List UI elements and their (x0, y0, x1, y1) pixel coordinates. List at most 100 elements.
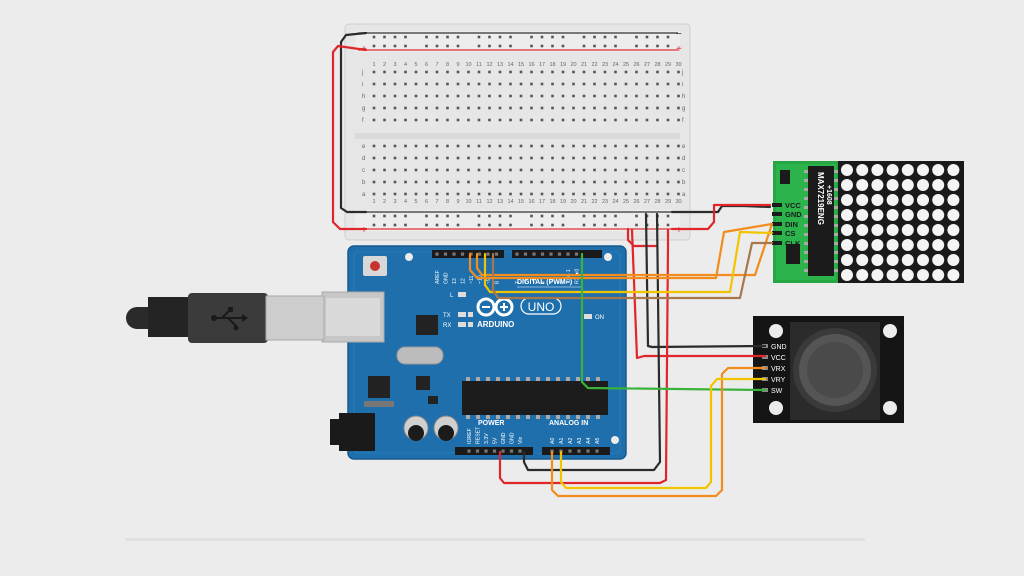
column-number: 20 (570, 62, 576, 68)
rail-hole (593, 35, 596, 39)
breadboard-hole (446, 118, 449, 122)
matrix-led (871, 269, 884, 281)
column-number: 16 (528, 199, 534, 205)
breadboard-hole (435, 118, 439, 122)
joystick-pin-label: VRX (771, 366, 786, 373)
rail-hole (582, 35, 586, 39)
rail-hole (435, 44, 439, 48)
breadboard-hole (614, 144, 617, 148)
column-number: 7 (435, 199, 438, 205)
column-number: 17 (539, 199, 545, 205)
breadboard-hole (614, 82, 617, 86)
column-number: 9 (456, 62, 459, 68)
breadboard-hole (656, 70, 659, 74)
breadboard-hole (572, 118, 575, 122)
wire-matrix-clk (491, 241, 774, 300)
breadboard-hole (425, 180, 428, 184)
breadboard-hole (435, 156, 439, 160)
breadboard-hole (456, 192, 460, 196)
column-number: 21 (581, 199, 587, 205)
breadboard-hole (582, 118, 586, 122)
breadboard-hole (488, 192, 491, 196)
breadboard-hole (393, 168, 397, 172)
breadboard-hole (656, 118, 659, 122)
header-pin (586, 449, 590, 453)
rail-hole (488, 214, 491, 218)
pin-label: A2 (568, 438, 574, 444)
matrix-led (841, 209, 853, 221)
pin-label: 2 (558, 281, 564, 284)
matrix-led (917, 269, 929, 281)
matrix-led (932, 224, 945, 236)
rail-hole (614, 214, 617, 218)
breadboard-hole (456, 144, 460, 148)
breadboard-hole (372, 168, 376, 172)
header-pin (509, 449, 514, 453)
breadboard-hole (656, 156, 659, 160)
breadboard-hole (498, 118, 502, 122)
breadboard-hole (572, 192, 575, 196)
matrix-led (841, 269, 853, 281)
pin-label: Vin (518, 436, 524, 444)
breadboard-hole (635, 192, 638, 196)
breadboard-hole (540, 70, 544, 74)
breadboard-hole (572, 168, 575, 172)
pin-label: ~6 (524, 278, 530, 284)
breadboard-hole (477, 168, 481, 172)
breadboard-hole (614, 106, 617, 110)
breadboard-hole (677, 70, 680, 74)
header-pin (577, 449, 581, 453)
breadboard-hole (677, 168, 680, 172)
matrix-led (886, 269, 899, 281)
breadboard-hole (498, 156, 502, 160)
breadboard-hole (677, 118, 680, 122)
joystick-pin-label: SW (771, 388, 783, 395)
matrix-led (886, 254, 899, 266)
breadboard-hole (446, 70, 449, 74)
breadboard-hole (614, 94, 617, 98)
breadboard-hole (635, 168, 638, 172)
rail-hole (372, 214, 376, 218)
rail-hole (540, 214, 544, 218)
rail-hole (540, 223, 544, 227)
column-number: 13 (497, 199, 503, 205)
matrix-pin (772, 231, 782, 235)
header-pin (574, 252, 579, 256)
column-number: 12 (486, 62, 492, 68)
pin-label: 5V (493, 437, 499, 444)
breadboard-hole (467, 118, 470, 122)
pin-label: A3 (577, 438, 583, 444)
wire-matrix-vcc (670, 203, 772, 231)
breadboard-hole (414, 156, 418, 160)
breadboard-hole (666, 82, 670, 86)
rail-hole (530, 214, 533, 218)
rail-hole (425, 44, 428, 48)
rail-hole (498, 44, 502, 48)
matrix-led (841, 224, 853, 236)
wire-joystick-sw (580, 252, 767, 392)
breadboard-hole (404, 180, 407, 184)
breadboard-hole (425, 70, 428, 74)
column-number: 28 (654, 199, 660, 205)
breadboard-hole (425, 156, 428, 160)
breadboard-hole (383, 118, 386, 122)
header-pin (467, 449, 471, 453)
header-pin (568, 449, 572, 453)
breadboard-hole (488, 94, 491, 98)
column-number: 1 (372, 62, 375, 68)
breadboard-hole (414, 106, 418, 110)
breadboard-hole (425, 144, 428, 148)
breadboard-hole (372, 106, 376, 110)
breadboard-hole (582, 180, 586, 184)
column-number: 8 (446, 199, 449, 205)
breadboard-hole (572, 180, 575, 184)
breadboard-hole (519, 94, 523, 98)
column-number: 3 (393, 199, 396, 205)
breadboard-hole (530, 144, 533, 148)
breadboard-hole (677, 144, 680, 148)
power-jack (339, 413, 375, 451)
breadboard-hole (456, 106, 460, 110)
breadboard-hole (446, 168, 449, 172)
